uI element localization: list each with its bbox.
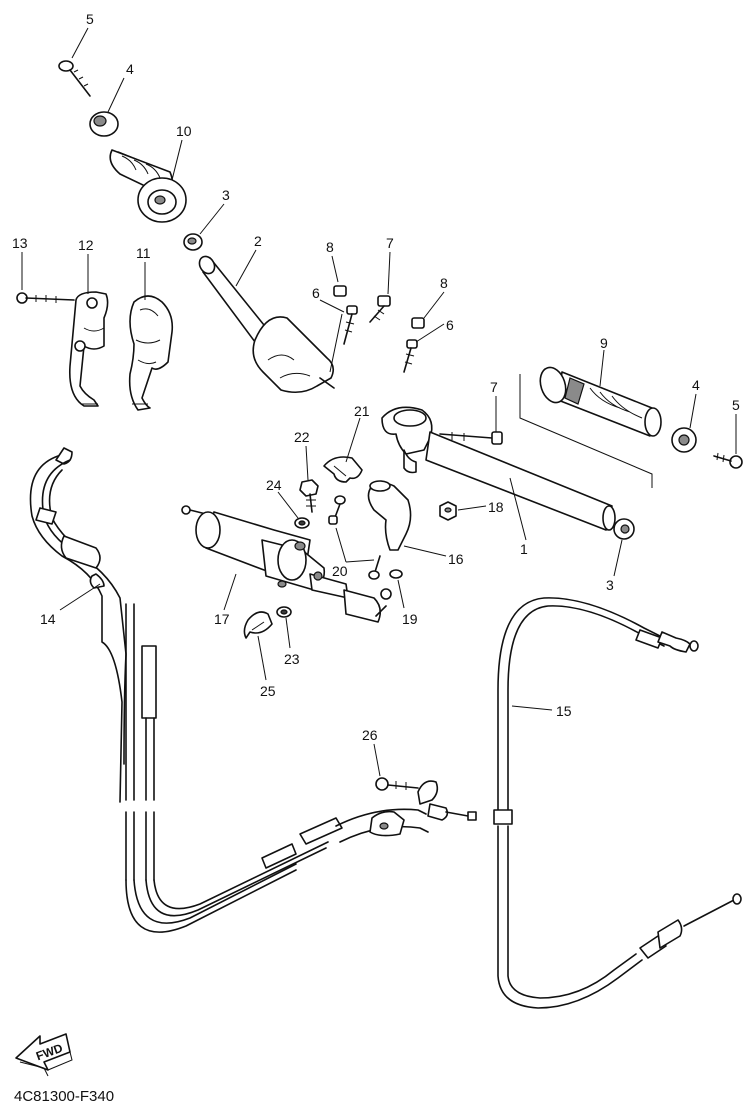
callout-16: 16: [448, 551, 464, 567]
switch-housing-11: [128, 295, 174, 411]
callout-15: 15: [556, 703, 572, 719]
throttle-grip-10: [109, 149, 187, 223]
bolt-7-upper: [369, 295, 391, 323]
bolt-20-upper: [328, 495, 346, 525]
callout-22: 22: [294, 429, 310, 445]
callout-20: 20: [332, 563, 348, 579]
right-handlebar-1: [381, 406, 616, 531]
bolt-22: [299, 479, 319, 513]
callout-8-right: 8: [440, 275, 448, 291]
throttle-cable-14: [29, 447, 477, 933]
washer-24: [294, 517, 310, 529]
callout-23: 23: [284, 651, 300, 667]
callout-6-right: 6: [446, 317, 454, 333]
callout-4-right: 4: [692, 377, 700, 393]
bracket-21: [323, 456, 363, 483]
left-handlebar-2: [198, 255, 335, 394]
callout-8-upper: 8: [326, 239, 334, 255]
callout-3-right: 3: [606, 577, 614, 593]
callout-26: 26: [362, 727, 378, 743]
callout-12: 12: [78, 237, 94, 253]
callouts: 5 4 10 3 2 13 12 11 8 7 6 8 6 9 7 4 5 21…: [12, 11, 740, 743]
callout-5-left: 5: [86, 11, 94, 27]
leader-lines: [21, 27, 737, 777]
right-grip-9: [539, 366, 662, 437]
callout-10: 10: [176, 123, 192, 139]
callout-17: 17: [214, 611, 230, 627]
callout-5-right: 5: [732, 397, 740, 413]
callout-4-left: 4: [126, 61, 134, 77]
fwd-arrow-icon: FWD: [15, 1033, 73, 1077]
callout-13: 13: [12, 235, 28, 251]
drawing-code: 4C81300-F340: [14, 1088, 114, 1105]
bolt-6-upper: [343, 305, 358, 345]
grip-group-bracket: [519, 374, 653, 488]
bolt-6-right: [403, 339, 418, 373]
bar-end-cap-3-right: [613, 518, 635, 540]
callout-3-left: 3: [222, 187, 230, 203]
bar-end-weight-4-right: [671, 427, 697, 453]
clutch-cable-15: [493, 597, 742, 1009]
bolt-20-lower: [368, 555, 381, 580]
callout-25: 25: [260, 683, 276, 699]
bolt-26: [375, 777, 419, 791]
bracket-25: [243, 611, 273, 639]
callout-7-upper: 7: [386, 235, 394, 251]
bolt-5-right: [713, 452, 743, 469]
callout-7-right: 7: [490, 379, 498, 395]
bolt-5-left: [58, 60, 91, 97]
callout-11: 11: [136, 245, 151, 261]
nut-8-upper: [333, 285, 347, 297]
bar-end-weight-4-left: [89, 111, 119, 137]
callout-19: 19: [402, 611, 418, 627]
washer-23: [276, 606, 292, 618]
washer-19: [389, 569, 403, 579]
clamp-16: [367, 480, 412, 551]
callout-6-upper: 6: [312, 285, 320, 301]
callout-1: 1: [520, 541, 528, 557]
switch-housing-12: [68, 291, 109, 407]
callout-9: 9: [600, 335, 608, 351]
steering-damper-17: [181, 505, 392, 623]
callout-14: 14: [40, 611, 56, 627]
bolt-7-right: [439, 431, 503, 445]
callout-18: 18: [488, 499, 504, 515]
callout-2: 2: [254, 233, 262, 249]
nut-18: [439, 501, 457, 521]
callout-21: 21: [354, 403, 370, 419]
bar-end-cap-3-left: [183, 233, 203, 251]
screw-13: [16, 292, 75, 304]
callout-24: 24: [266, 477, 282, 493]
nut-8-right: [411, 317, 425, 329]
